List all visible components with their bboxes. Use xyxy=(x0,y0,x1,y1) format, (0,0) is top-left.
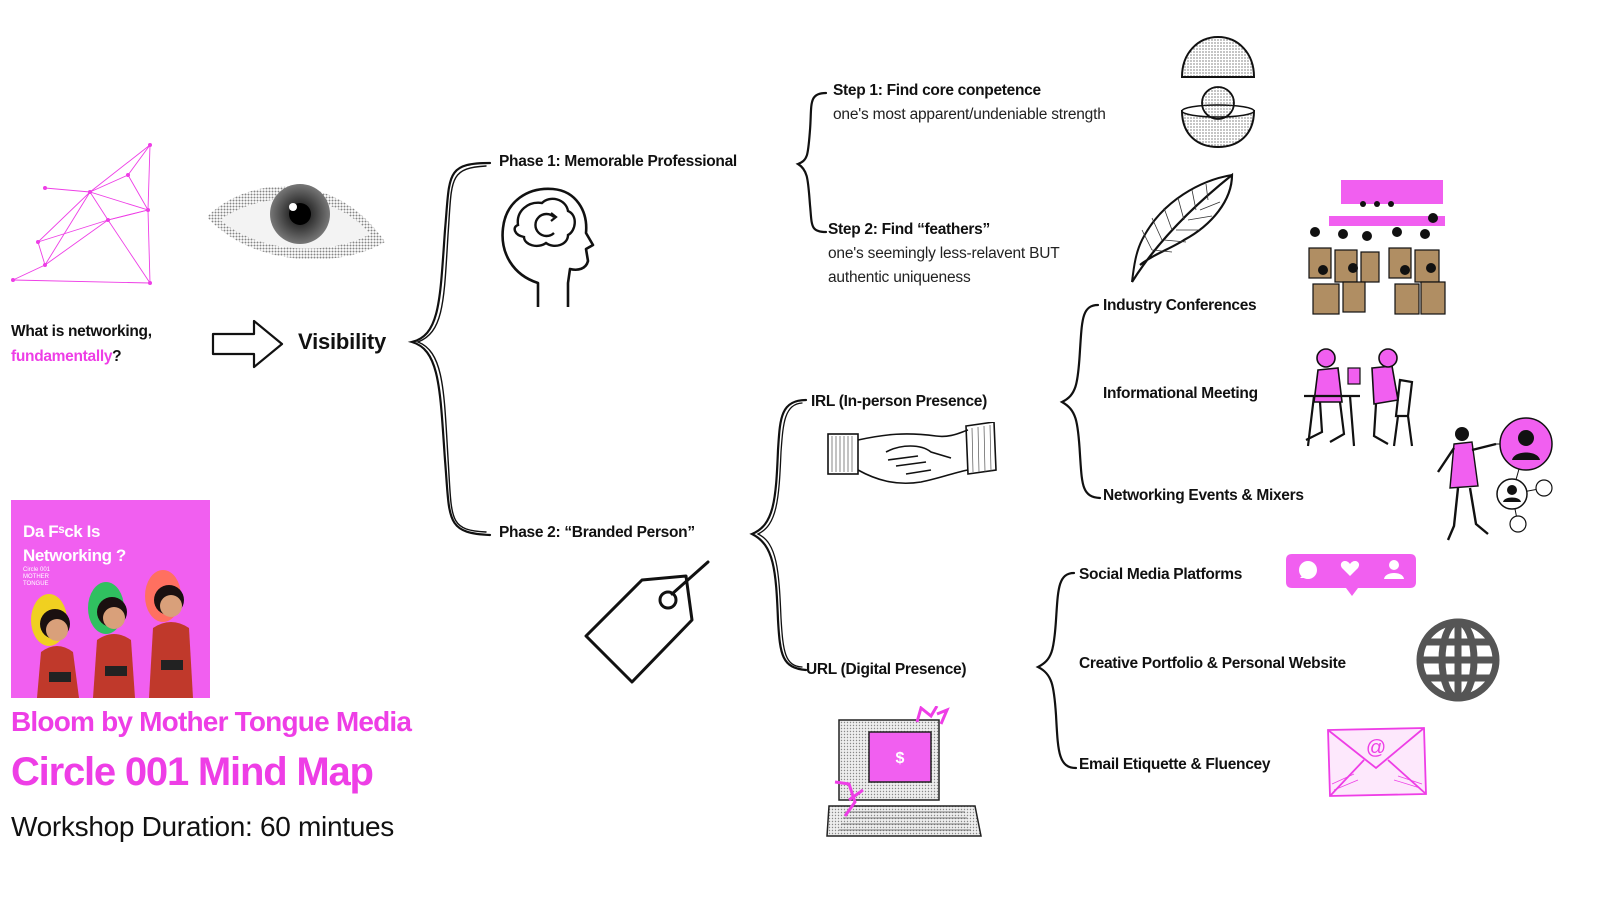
cover-small-mother: MOTHER xyxy=(23,574,49,580)
retro-computer-icon: $ xyxy=(826,706,982,837)
globe-icon xyxy=(1416,618,1500,702)
seed-pod-icon xyxy=(1180,35,1256,149)
irl-item-networking-events: Networking Events & Mixers xyxy=(1103,487,1304,504)
center-node-visibility: Visibility xyxy=(298,329,387,354)
irl-item-conferences: Industry Conferences xyxy=(1103,297,1257,314)
url-item-email-etiquette: Email Etiquette & Fluencey xyxy=(1079,756,1271,773)
svg-text:@: @ xyxy=(1366,737,1386,759)
feather-icon xyxy=(1131,172,1234,283)
network-person-icon xyxy=(1437,417,1553,541)
tag-icon xyxy=(584,560,710,684)
workshop-cover-image: Da Fˢck Is Networking ? Circle 001 MOTHE… xyxy=(11,500,210,698)
cover-small-circle: Circle 001 xyxy=(23,567,51,573)
brain-head-icon xyxy=(501,187,595,307)
handshake-icon xyxy=(827,422,997,485)
arrow-right-icon xyxy=(211,319,284,369)
step1-title: Step 1: Find core conpetence xyxy=(833,82,1041,99)
social-bubble-icon xyxy=(1286,554,1416,596)
question-highlight: fundamentally xyxy=(11,348,113,365)
eye-icon xyxy=(207,184,385,260)
phase2-label: Phase 2: “Branded Person” xyxy=(499,524,695,541)
step1-desc: one's most apparent/undeniable strength xyxy=(833,106,1106,123)
network-graph-icon xyxy=(11,143,152,285)
url-item-portfolio-website: Creative Portfolio & Personal Website xyxy=(1079,655,1346,672)
cover-small-text: Circle 001 MOTHER TONGUE xyxy=(23,567,50,588)
cover-title-line1: Da Fˢck Is xyxy=(23,522,101,541)
url-label: URL (Digital Presence) xyxy=(806,661,967,678)
url-item-social-media: Social Media Platforms xyxy=(1079,566,1243,583)
meeting-icon xyxy=(1304,348,1414,447)
step2-desc-line2: authentic uniqueness xyxy=(828,269,971,286)
cover-small-tongue: TONGUE xyxy=(23,581,49,587)
step2-title: Step 2: Find “feathers” xyxy=(828,221,990,238)
cover-title: Da Fˢck Is Networking ? xyxy=(23,520,126,568)
email-envelope-icon: @ xyxy=(1327,727,1427,797)
cover-title-line2: Networking ? xyxy=(23,546,126,565)
phase1-label: Phase 1: Memorable Professional xyxy=(499,153,737,170)
question-line1: What is networking, xyxy=(11,323,152,340)
workshop-duration: Workshop Duration: 60 mintues xyxy=(11,811,394,842)
question-tail: ? xyxy=(112,348,122,365)
brand-name: Bloom by Mother Tongue Media xyxy=(11,706,412,737)
mind-map-title: Circle 001 Mind Map xyxy=(11,750,374,794)
irl-label: IRL (In-person Presence) xyxy=(811,393,987,410)
networking-question: What is networking, fundamentally? xyxy=(11,319,152,369)
step2-desc-line1: one's seemingly less-relavent BUT xyxy=(828,245,1060,262)
svg-text:$: $ xyxy=(896,750,905,767)
conference-audience-icon xyxy=(1308,180,1446,315)
irl-item-informational-meeting: Informational Meeting xyxy=(1103,385,1258,402)
cover-portrait-photo xyxy=(31,570,193,698)
